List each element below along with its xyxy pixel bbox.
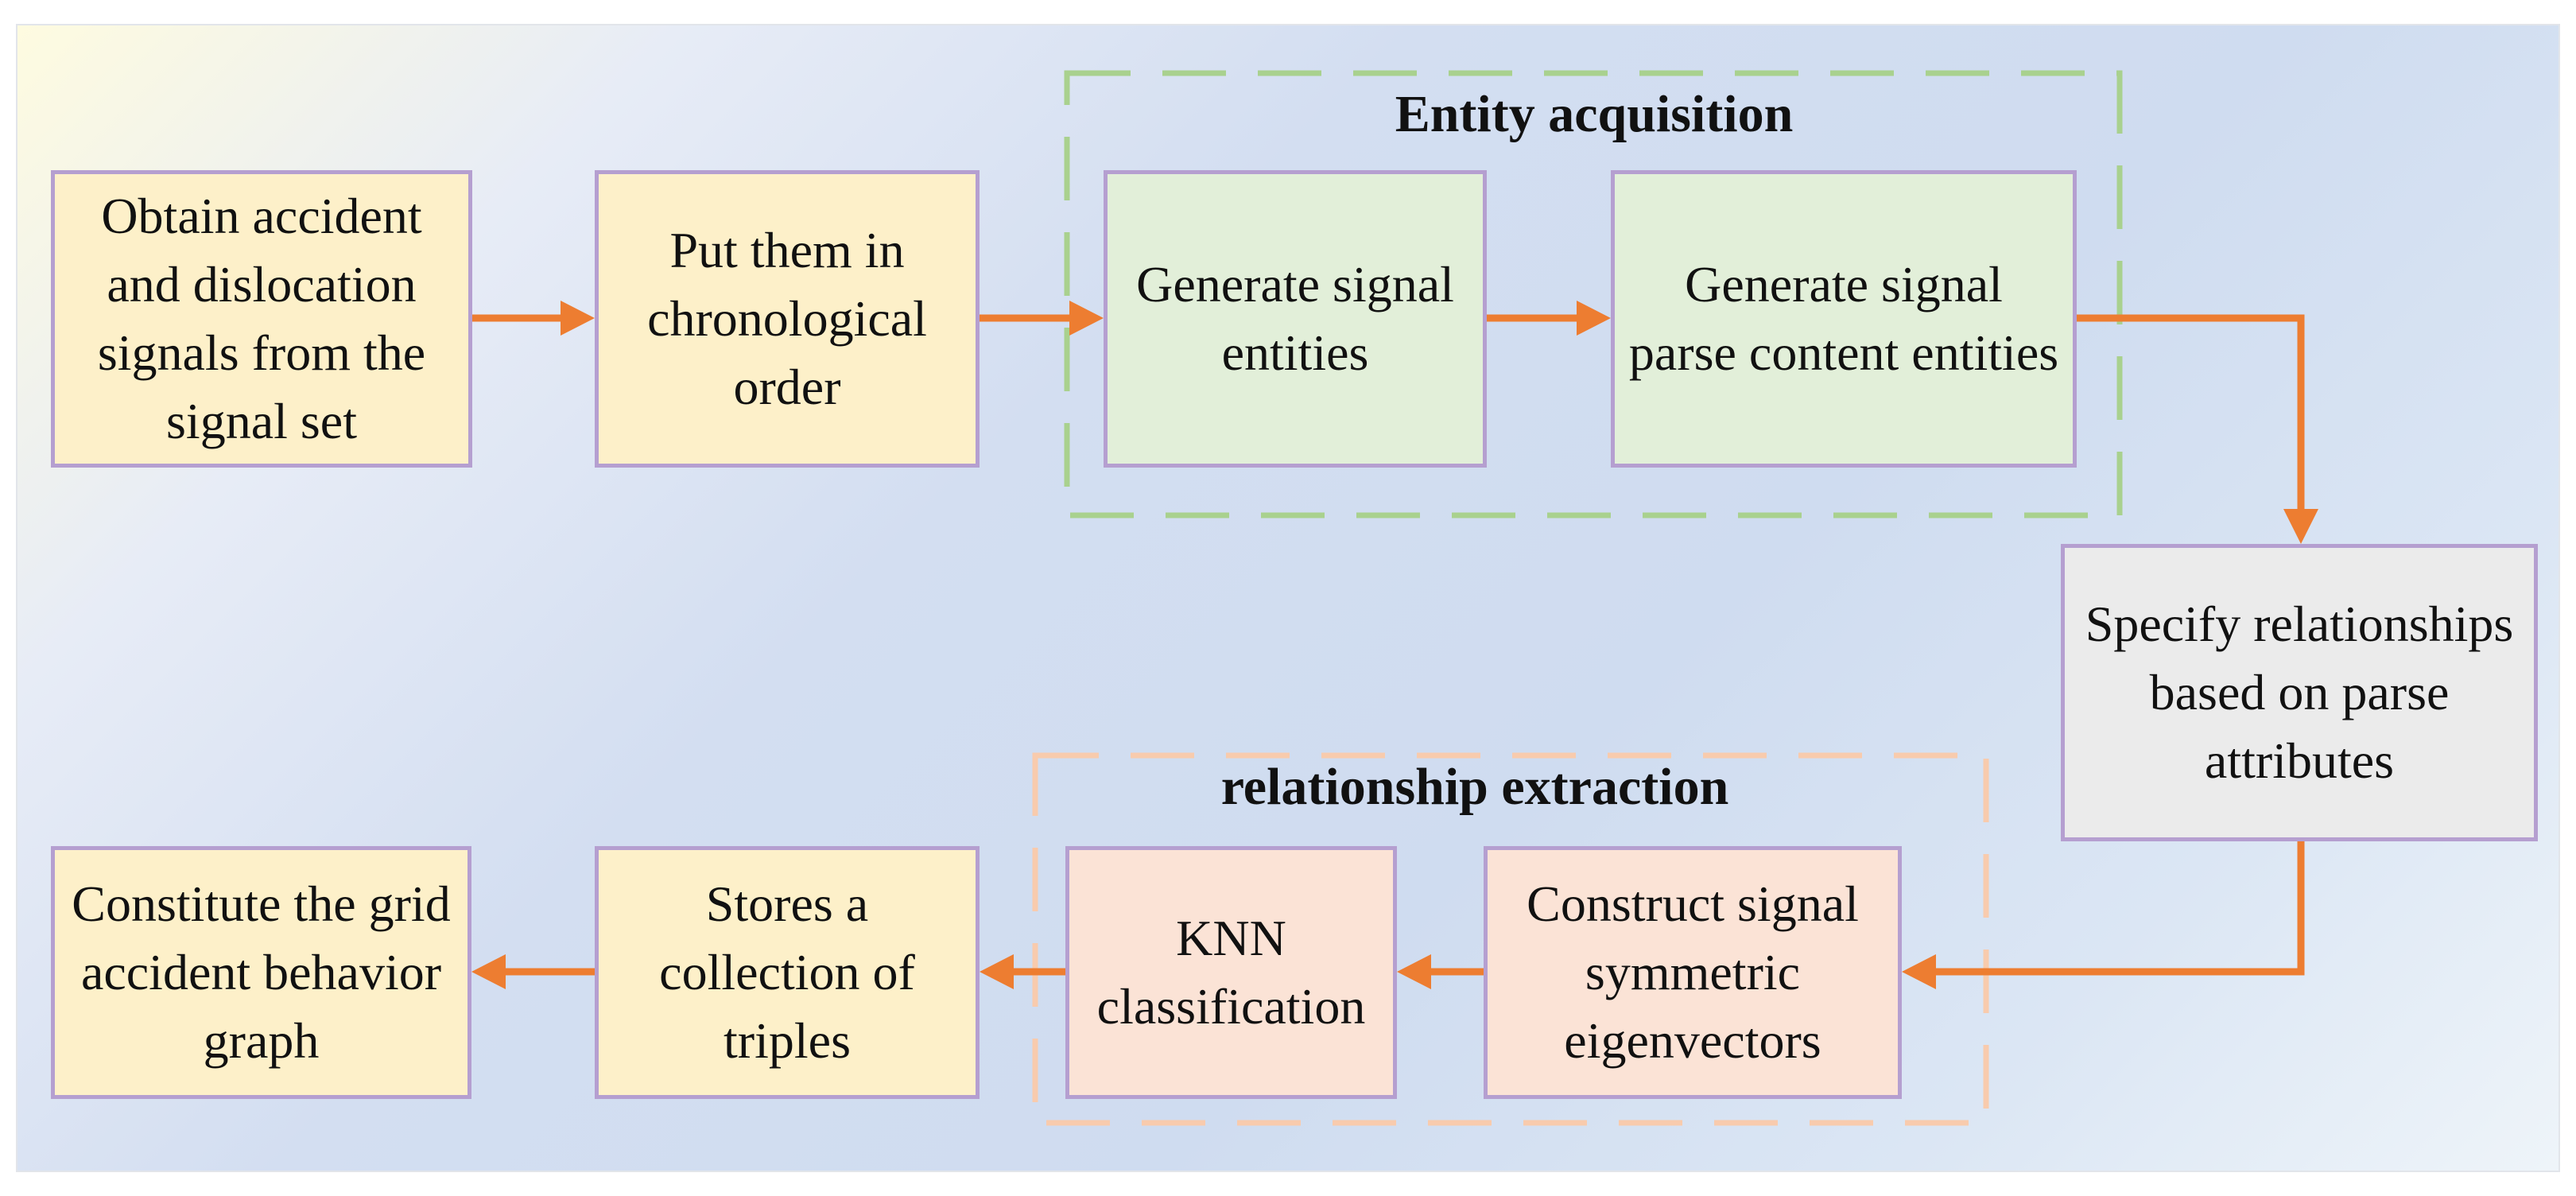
arrowhead-knn-to-stores (980, 954, 1014, 989)
relationship-extraction-title: relationship extraction (1220, 758, 1729, 816)
arrowhead-entities-to-parse (1577, 301, 1611, 336)
node-generate-parse-content-entities: Generate signal parse content entities (1611, 170, 2077, 468)
node-construct-eigenvectors-label: Construct signal symmetric eigenvectors (1527, 876, 1859, 1069)
node-generate-parse-content-entities-label: Generate signal parse content entities (1628, 256, 2059, 381)
node-generate-signal-entities-label: Generate signal entities (1136, 256, 1454, 381)
arrow-parse-to-specify (2077, 314, 2305, 509)
arrowhead-obtain-to-order (561, 301, 595, 336)
node-construct-eigenvectors: Construct signal symmetric eigenvectors (1484, 846, 1902, 1099)
node-store-triples: Stores a collection of triples (595, 846, 980, 1099)
node-store-triples-label: Stores a collection of triples (659, 876, 915, 1069)
arrowhead-parse-to-specify (2283, 509, 2318, 544)
node-knn-classification-label: KNN classification (1096, 910, 1366, 1035)
node-obtain-signals: Obtain accident and dislocation signals … (51, 170, 472, 468)
node-generate-signal-entities: Generate signal entities (1104, 170, 1487, 468)
arrowhead-construct-to-knn (1397, 954, 1431, 989)
node-obtain-signals-label: Obtain accident and dislocation signals … (97, 188, 426, 449)
node-specify-relationships: Specify relationships based on parse att… (2061, 544, 2538, 841)
node-chronological-order: Put them in chronological order (595, 170, 980, 468)
arrowhead-stores-to-constitute (471, 954, 506, 989)
entity-acquisition-title: Entity acquisition (1395, 85, 1794, 143)
arrowhead-specify-to-construct (1902, 954, 1936, 989)
node-constitute-behavior-graph: Constitute the grid accident behavior gr… (51, 846, 471, 1099)
arrowhead-order-to-generate-entities (1069, 301, 1104, 336)
arrow-specify-to-construct (1936, 841, 2305, 976)
node-knn-classification: KNN classification (1065, 846, 1397, 1099)
node-specify-relationships-label: Specify relationships based on parse att… (2085, 596, 2514, 789)
node-chronological-order-label: Put them in chronological order (647, 222, 927, 415)
node-constitute-behavior-graph-label: Constitute the grid accident behavior gr… (72, 876, 451, 1069)
entity-acquisition-group-border (1064, 70, 2123, 518)
